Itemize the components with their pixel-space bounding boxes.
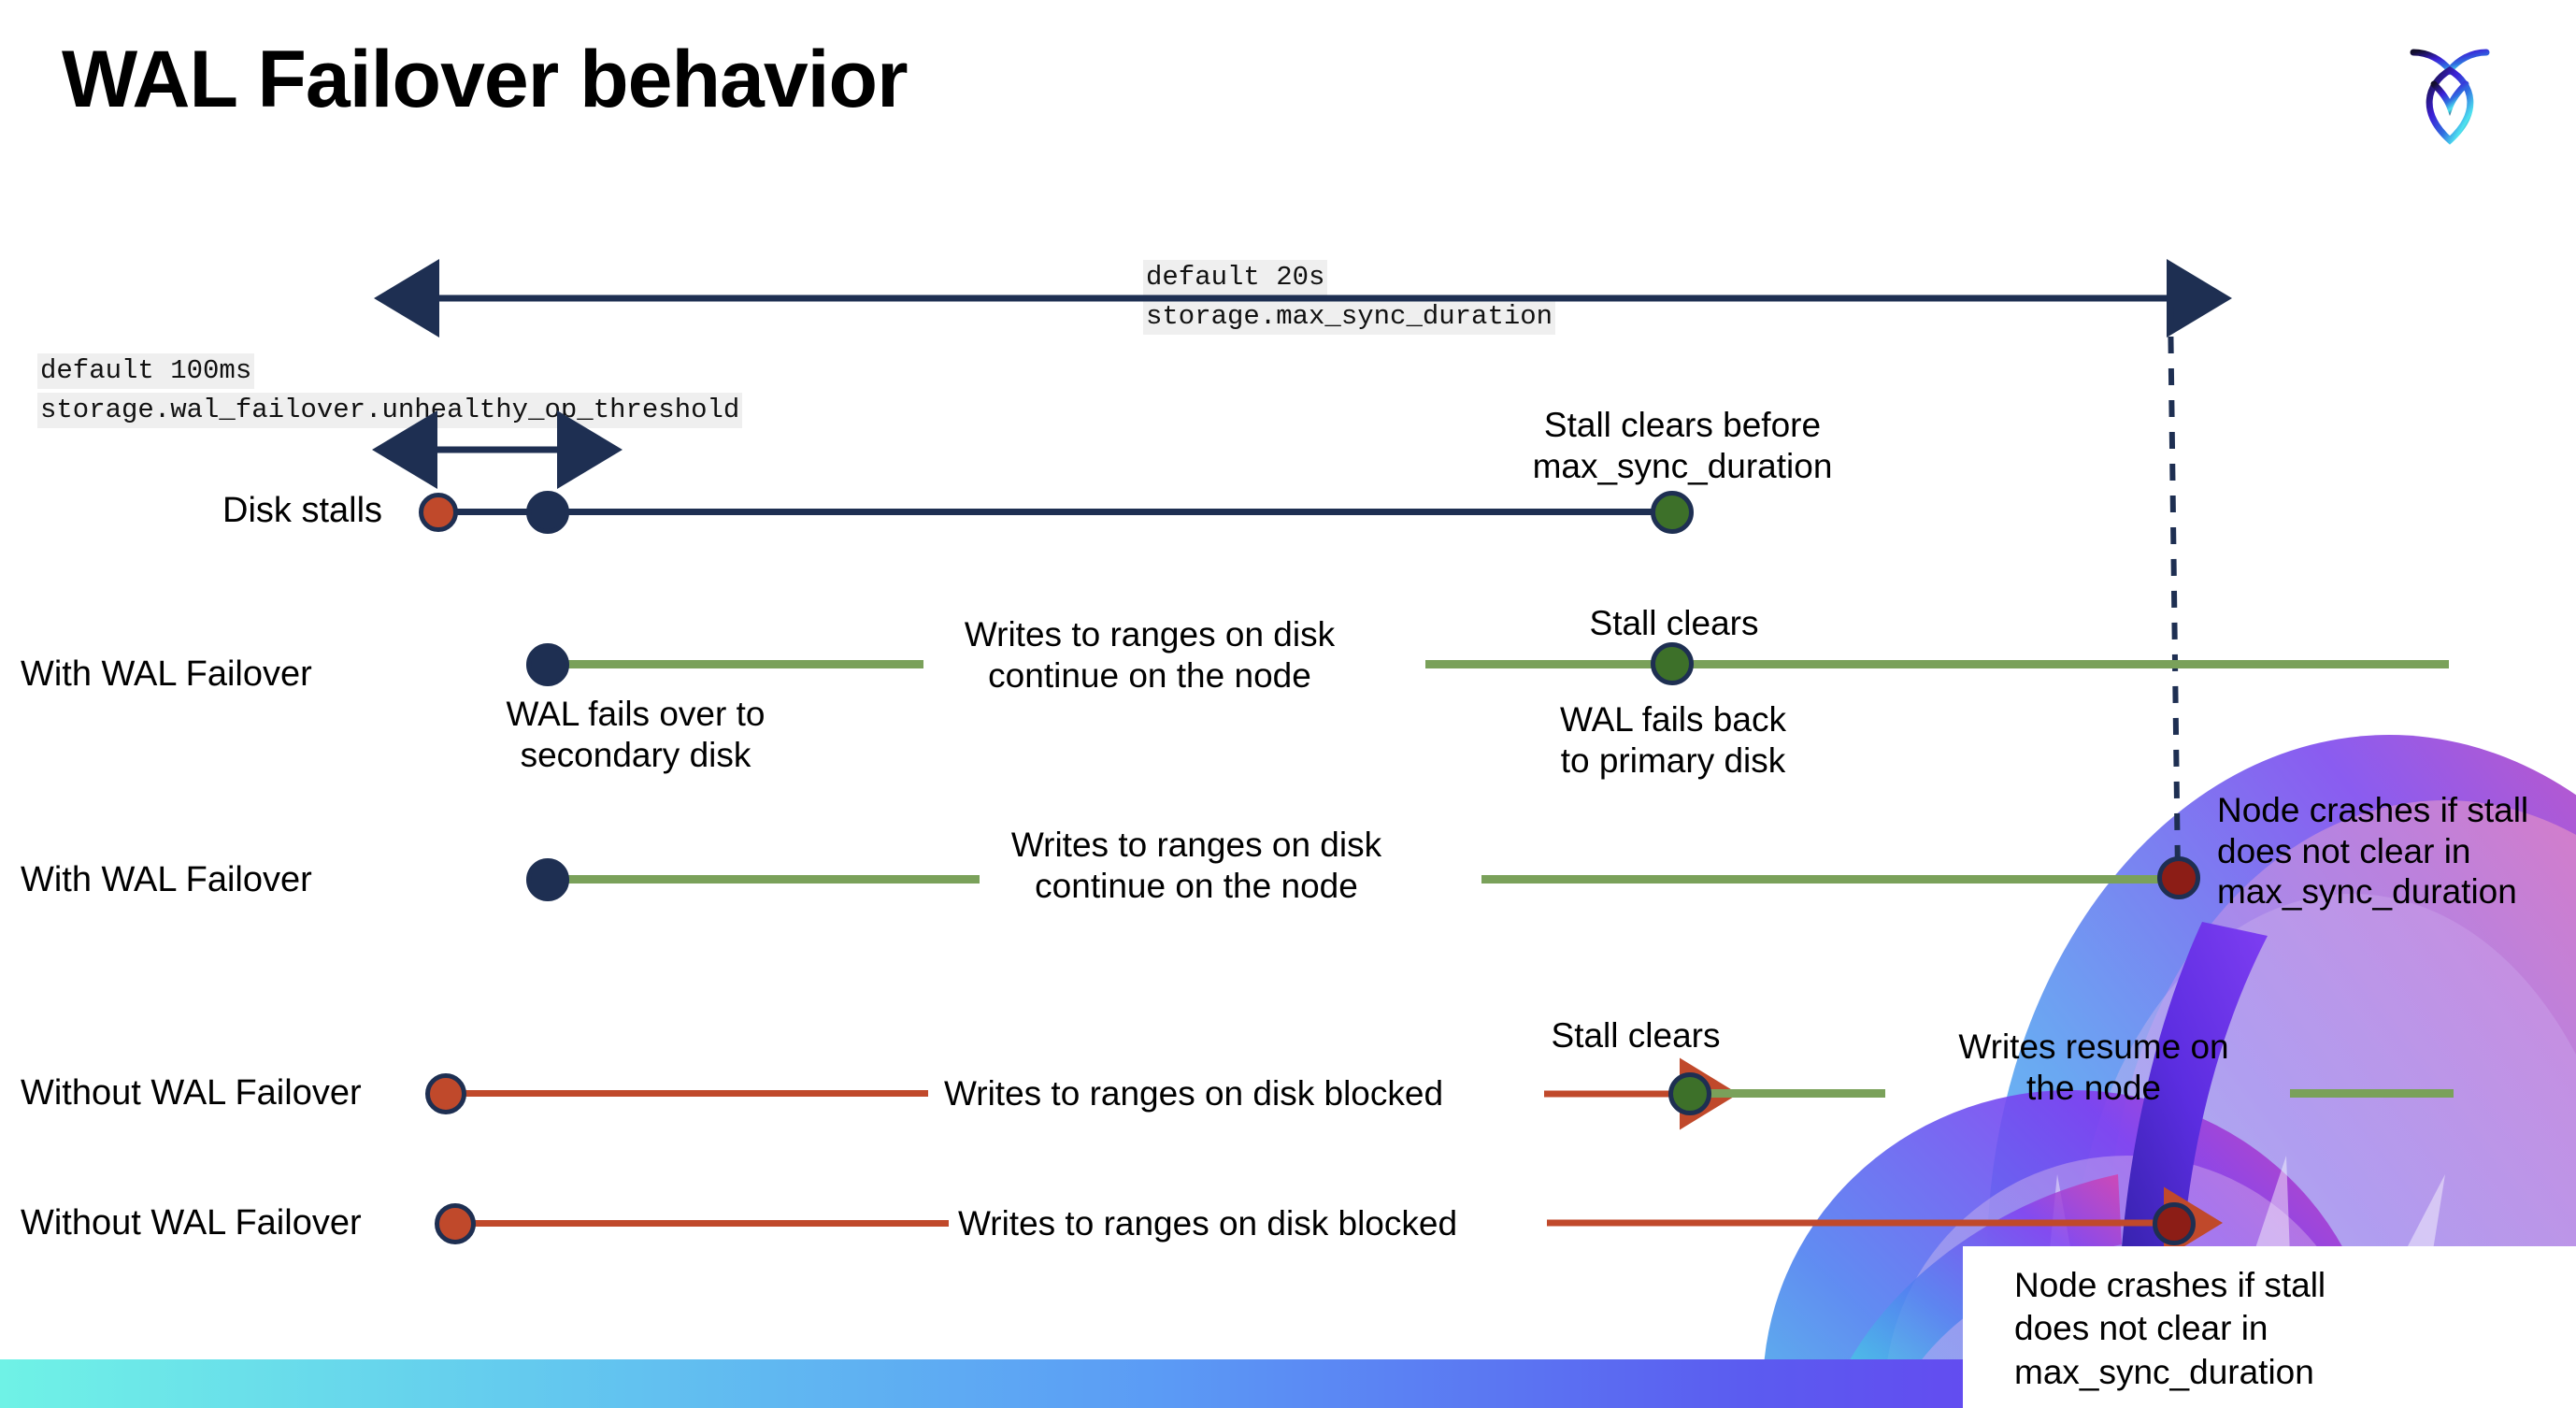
page-title: WAL Failover behavior	[62, 35, 909, 124]
wal-failover-2-failover-dot	[526, 858, 569, 901]
row-label-with-wal-failover-2: With WAL Failover	[21, 860, 312, 899]
disk-stall-clear-dot	[1651, 491, 1694, 534]
without-failover-1-blocked-segment	[453, 1090, 928, 1097]
wal-failover-1-segment-b	[1425, 660, 2449, 668]
annotation-writes-blocked-1: Writes to ranges on disk blocked	[944, 1074, 1444, 1113]
max-sync-default-label: default 20s	[1143, 260, 1328, 296]
without-failover-2-blocked-segment	[463, 1220, 949, 1227]
annotation-node-crashes-2: Node crashes if stall does not clear in …	[2014, 1266, 2326, 1391]
annotation-stall-clears-2: Stall clears	[1551, 1016, 1721, 1055]
row-label-without-wal-failover-2: Without WAL Failover	[21, 1203, 362, 1243]
disk-stalls-timeline	[439, 509, 1673, 515]
without-failover-1-resume-segment-a	[1694, 1089, 1885, 1098]
annotation-writes-continue-1: Writes to ranges on disk continue on the…	[964, 615, 1336, 695]
cockroachdb-logo-icon	[2410, 49, 2490, 145]
annotation-writes-blocked-2: Writes to ranges on disk blocked	[958, 1204, 1458, 1243]
without-failover-1-stall-start-dot	[425, 1073, 466, 1114]
annotation-wal-fails-over: WAL fails over to secondary disk	[506, 695, 766, 774]
wal-failover-1-failover-dot	[526, 643, 569, 686]
row-label-without-wal-failover-1: Without WAL Failover	[21, 1073, 362, 1113]
annotation-node-crashes-1: Node crashes if stall does not clear in …	[2217, 791, 2529, 912]
unhealthy-setting-name: storage.wal_failover.unhealthy_op_thresh…	[37, 393, 743, 429]
annotation-wal-fails-back: WAL fails back to primary disk	[1560, 700, 1786, 780]
without-failover-2-stall-start-dot	[435, 1203, 476, 1244]
row-label-disk-stalls: Disk stalls	[222, 491, 383, 530]
wal-failover-2-crash-dot	[2157, 856, 2200, 899]
annotation-stall-clears-1: Stall clears	[1589, 604, 1759, 642]
disk-stall-threshold-dot	[526, 491, 569, 534]
disk-stall-start-dot	[419, 493, 458, 532]
annotation-writes-resume: Writes resume on the node	[1958, 1027, 2229, 1107]
annotation-stall-clears-before: Stall clears before max_sync_duration	[1532, 406, 1833, 485]
max-sync-setting-name: storage.max_sync_duration	[1143, 299, 1556, 336]
unhealthy-default-label: default 100ms	[37, 353, 255, 390]
without-failover-1-stall-clear-dot	[1668, 1072, 1711, 1115]
without-failover-1-resume-segment-b	[2290, 1089, 2454, 1098]
wal-failover-2-segment-b	[1481, 875, 2173, 884]
annotation-writes-continue-2: Writes to ranges on disk continue on the…	[1010, 826, 1382, 905]
wal-failover-2-segment-a	[547, 875, 980, 884]
wal-failover-1-stall-clear-dot	[1651, 642, 1694, 685]
row-label-with-wal-failover-1: With WAL Failover	[21, 654, 312, 694]
wal-failover-1-segment-a	[547, 660, 923, 668]
without-failover-2-crash-dot	[2153, 1202, 2196, 1245]
max-sync-dashed-dropline	[2168, 304, 2181, 876]
